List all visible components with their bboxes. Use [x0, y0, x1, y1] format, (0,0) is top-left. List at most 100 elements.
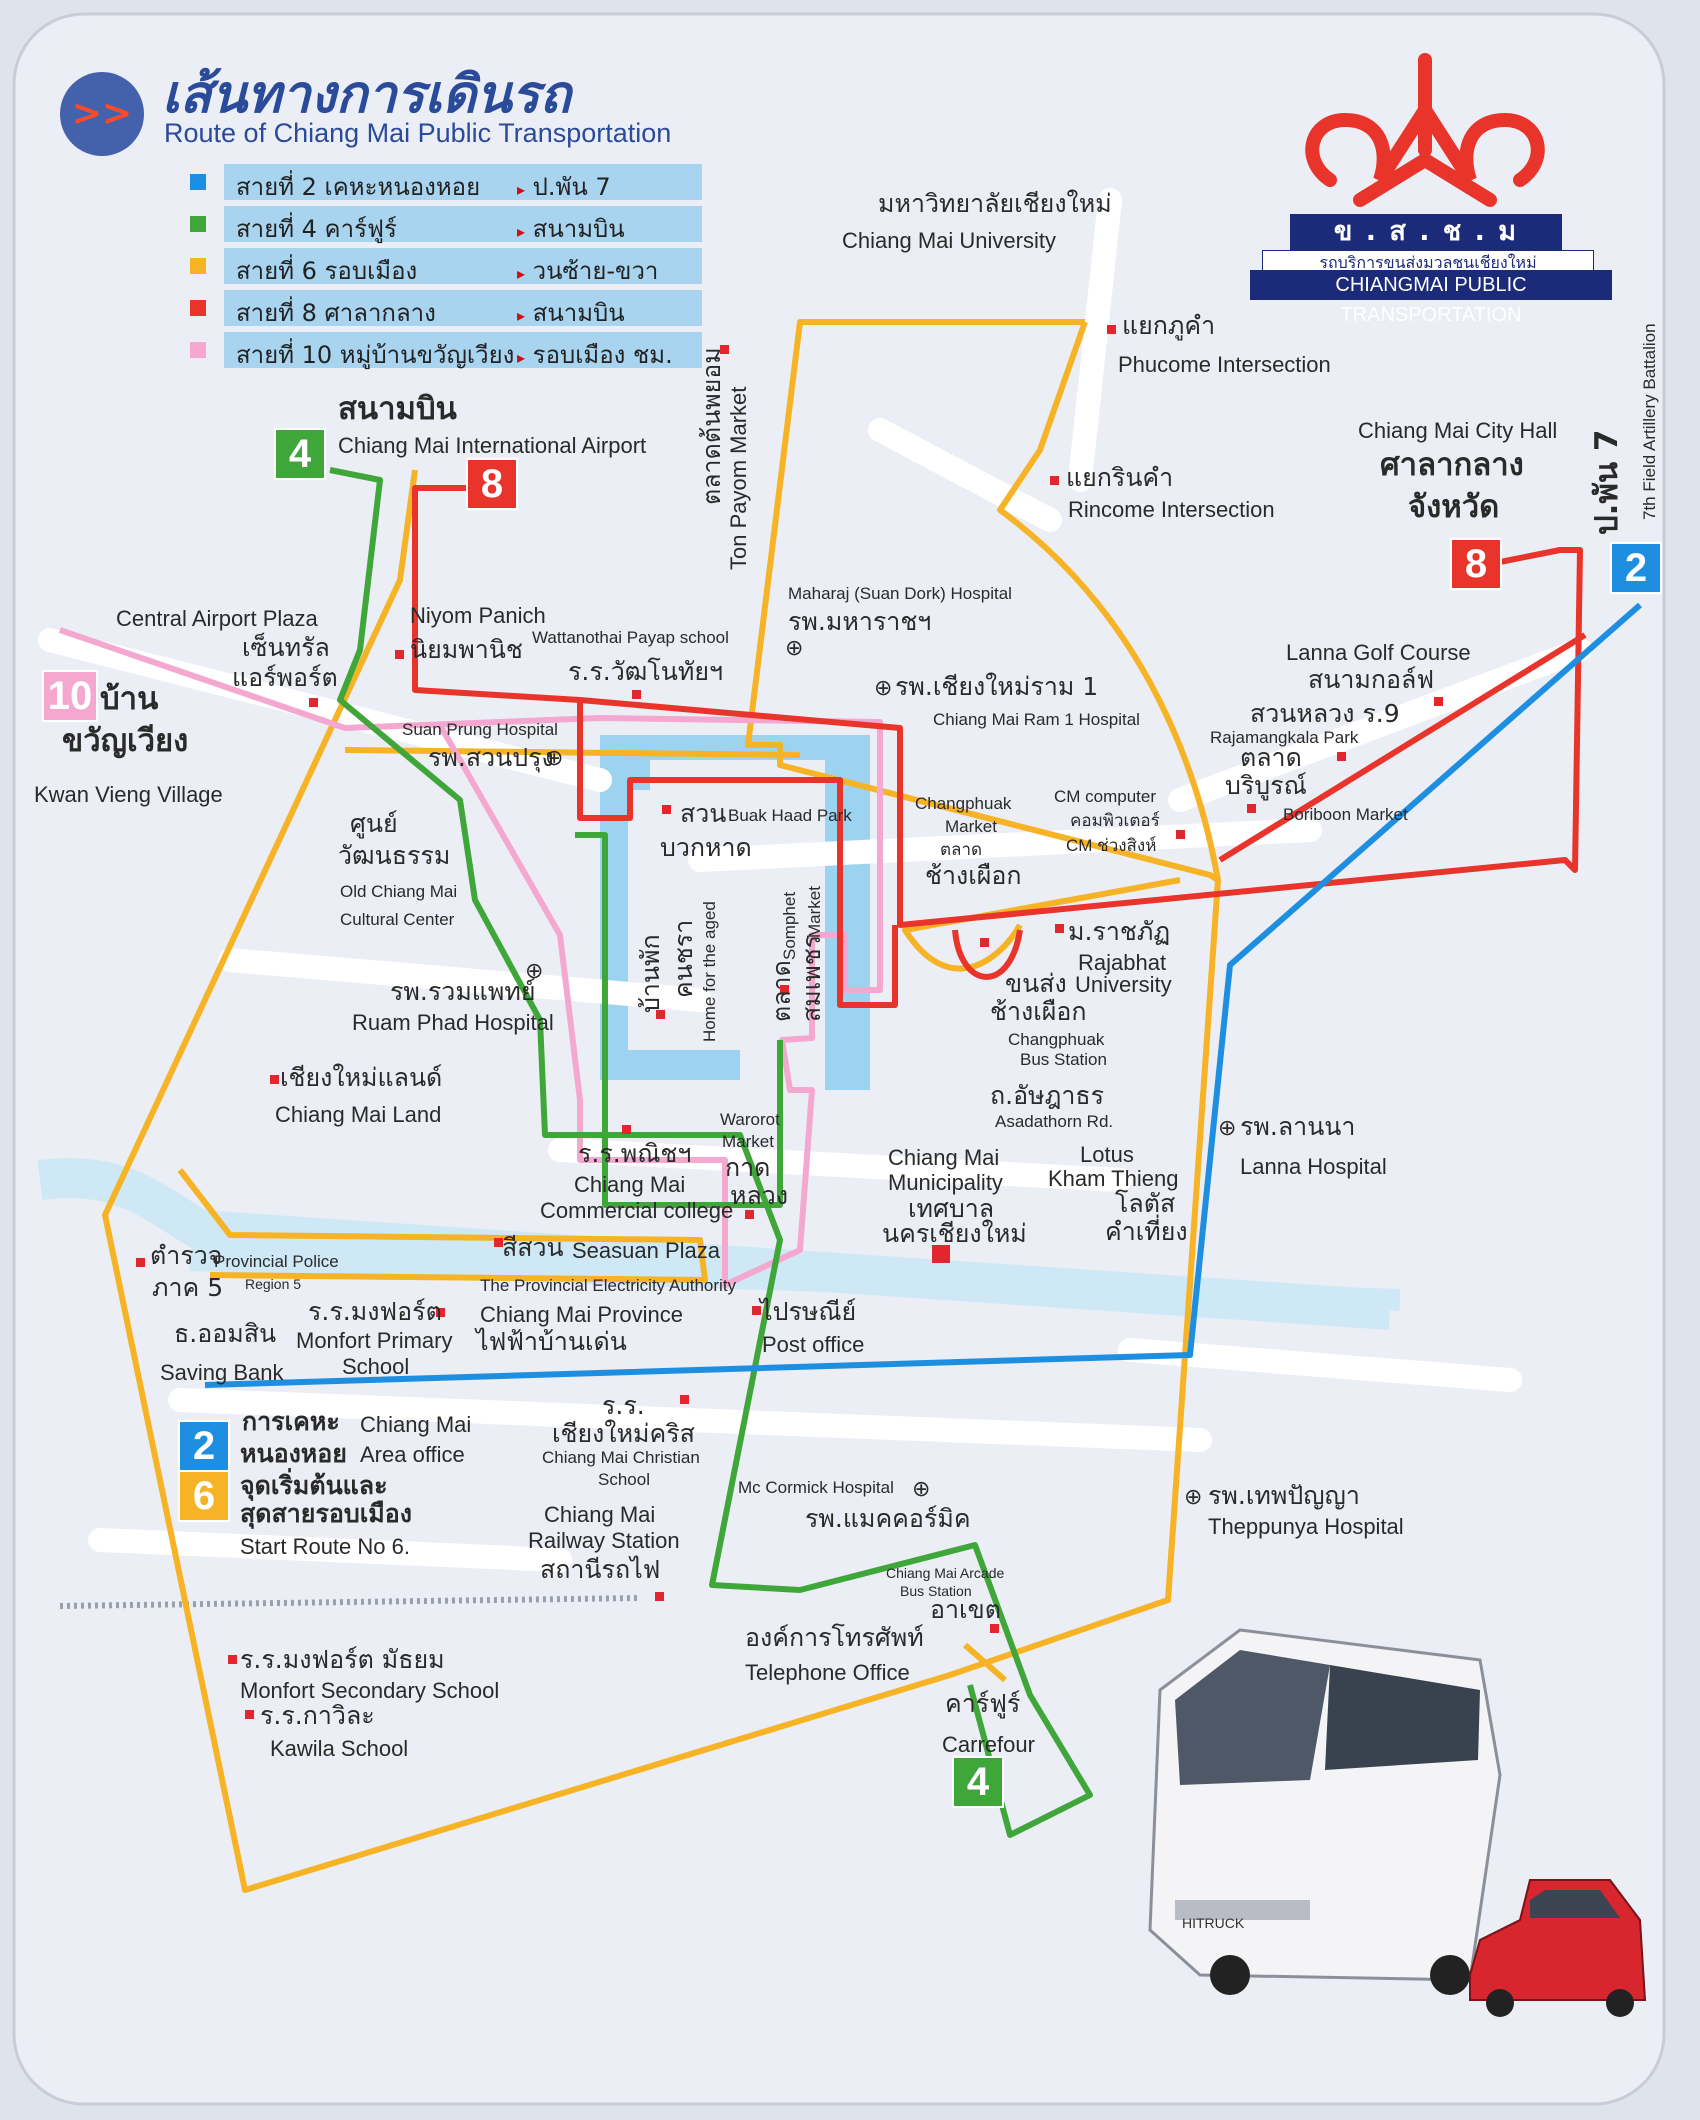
- theppunya-label-english: Theppunya Hospital: [1208, 1514, 1404, 1539]
- boriboon-label-thai-2: บริบูรณ์: [1225, 771, 1307, 800]
- bus-illustration: [1148, 1628, 1647, 2017]
- suanprung-label-thai: รพ.สวนปรุง: [428, 743, 554, 772]
- municipality-label-thai-1: เทศบาล: [908, 1194, 995, 1223]
- cmland-label-english: Chiang Mai Land: [275, 1102, 442, 1127]
- legend-row-route-2: สายที่ 2 เคหะหนองหอย ▸ ป.พัน 7: [162, 162, 702, 202]
- legend-dest-text: วนซ้าย-ขวา: [532, 257, 659, 285]
- rajamangkala-label-thai: สวนหลวง ร.9: [1250, 699, 1400, 728]
- route-8-badge-cityhall: 8: [1450, 538, 1502, 590]
- commercial-label-english-2: Commercial college: [540, 1198, 734, 1223]
- police-label-thai-2: ภาค 5: [152, 1273, 224, 1302]
- christian-label-thai-2: เชียงใหม่คริส: [552, 1419, 695, 1448]
- legend-swatch-blue: [190, 174, 206, 190]
- ram-label-english: Chiang Mai Ram 1 Hospital: [933, 710, 1140, 729]
- railway-track: [59, 1595, 641, 1609]
- kscm-emblem-icon: [1305, 53, 1545, 207]
- route-8-line: [412, 485, 1587, 1008]
- phucome-label-thai: แยกภูคำ: [1122, 311, 1216, 340]
- lanna-label-thai: รพ.ลานนา: [1240, 1112, 1356, 1141]
- rajabhat-label-thai: ม.ราชภัฏ: [1068, 917, 1171, 946]
- route-2-badge-battalion: 2: [1610, 542, 1662, 594]
- route-6-line: [102, 319, 1221, 1893]
- warorot-label-english-1: Warorot: [720, 1110, 780, 1129]
- legend-dest-text: ป.พัน 7: [532, 173, 611, 201]
- niyom-label-english: Niyom Panich: [410, 603, 546, 628]
- rajabhat-label-english-1: Rajabhat: [1078, 950, 1167, 975]
- start-label-english-1: Chiang Mai: [360, 1412, 472, 1437]
- mccormick-label-thai: รพ.แมคคอร์มิค: [805, 1504, 971, 1533]
- monfort-secondary-label-thai: ร.ร.มงฟอร์ต มัธยม: [240, 1645, 445, 1674]
- theppunya-label-thai: รพ.เทพปัญญา: [1208, 1481, 1360, 1510]
- monfort-primary-label-thai: ร.ร.มงฟอร์ต: [308, 1297, 442, 1326]
- arrow-right-icon: ▸: [517, 180, 526, 199]
- ruamphad-label-english: Ruam Phad Hospital: [352, 1010, 554, 1035]
- legend-dest-text: สนามบิน: [532, 215, 625, 243]
- start-label-thai-2: หนองหอย: [240, 1439, 347, 1468]
- title-thai: เส้นทางการเดินรถ: [162, 65, 572, 125]
- ruamphad-label-thai: รพ.รวมแพทย์: [390, 977, 536, 1006]
- lotus-label-english-2: Kham Thieng: [1048, 1166, 1179, 1191]
- cityhall-label-thai-2: จังหวัด: [1408, 489, 1500, 525]
- route-8-badge-airport: 8: [466, 458, 518, 510]
- niyom-label-thai: นิยมพานิช: [410, 635, 523, 664]
- lotus-label-thai-1: โลตัส: [1115, 1189, 1176, 1218]
- legend-row-route-6: สายที่ 6 รอบเมือง ▸ วนซ้าย-ขวา: [162, 246, 702, 286]
- central-label-thai-2: แอร์พอร์ต: [232, 663, 338, 692]
- monfort-primary-label-english-1: Monfort Primary: [296, 1328, 453, 1353]
- logo-name-thai: ข . ส . ช . ม: [1290, 214, 1562, 250]
- legend-dest-text: สนามบิน: [532, 299, 625, 327]
- kawila-label-thai: ร.ร.กาวิละ: [260, 1701, 375, 1730]
- warorot-label-thai-2: หลวง: [730, 1181, 789, 1210]
- legend-bar: [224, 164, 702, 200]
- boriboon-label-thai-1: ตลาด: [1240, 743, 1302, 772]
- changphuak-market-label-thai-2: ช้างเผือก: [925, 861, 1022, 890]
- municipality-label-thai-2: นครเชียงใหม่: [882, 1219, 1027, 1248]
- municipality-label-english-2: Municipality: [888, 1170, 1003, 1195]
- maharaj-label-thai: รพ.มหาราชฯ: [788, 607, 932, 636]
- route-10-badge: 10: [42, 670, 98, 722]
- carrefour-label-thai: คาร์ฟูร์: [945, 1689, 1021, 1718]
- monfort-primary-label-english-2: School: [342, 1354, 410, 1379]
- legend-route-label: สายที่ 8 ศาลากลาง: [236, 299, 436, 327]
- legend-dest-text: รอบเมือง ชม.: [532, 341, 673, 369]
- changphuak-market-label-english-2: Market: [945, 817, 997, 836]
- legend-bar: [224, 206, 702, 242]
- legend-bar: [224, 290, 702, 326]
- start-label-english-3: Start Route No 6.: [240, 1534, 410, 1559]
- rincome-label-thai: แยกรินคำ: [1066, 463, 1174, 492]
- somphet-label-english-1: Somphet: [780, 891, 799, 960]
- golf-label-thai: สนามกอล์ฟ: [1308, 665, 1435, 694]
- central-label-english: Central Airport Plaza: [116, 606, 318, 631]
- streets: [38, 188, 1592, 1572]
- monfort-secondary-label-english: Monfort Secondary School: [240, 1678, 500, 1703]
- christian-label-english-1: Chiang Mai Christian: [542, 1448, 700, 1467]
- kawila-label-english: Kawila School: [270, 1736, 409, 1761]
- legend-destination: ▸ วนซ้าย-ขวา: [517, 251, 658, 290]
- city-moat: [600, 735, 870, 1090]
- logo-name-english: CHIANGMAI PUBLIC TRANSPORTATION: [1250, 270, 1612, 326]
- arrow-right-icon: ▸: [517, 306, 526, 325]
- police-label-thai-1: ตำรวจ: [150, 1241, 223, 1270]
- legend-row-route-8: สายที่ 8 ศาลากลาง ▸ สนามบิน: [162, 288, 702, 328]
- warorot-label-english-2: Market: [722, 1132, 774, 1151]
- kwan-label-english: Kwan Vieng Village: [34, 782, 223, 807]
- arcade-label-thai: อาเขต: [930, 1595, 1001, 1624]
- kwan-label-thai-2: ขวัญเวียง: [62, 723, 189, 759]
- bus-station-label-english-2: Bus Station: [1020, 1050, 1107, 1069]
- cm-computer-label-thai-2: CM ช่วงสิงห์: [1066, 836, 1157, 855]
- cultural-label-english-2: Cultural Center: [340, 910, 455, 929]
- railway-label-thai: สถานีรถไฟ: [540, 1555, 661, 1584]
- rajabhat-label-english-2: University: [1075, 972, 1172, 997]
- ping-river: [37, 1158, 1392, 1330]
- telephone-label-thai: องค์การโทรศัพท์: [745, 1623, 924, 1652]
- saving-label-english: Saving Bank: [160, 1360, 284, 1385]
- airport-label-english: Chiang Mai International Airport: [338, 433, 647, 458]
- cm-computer-label-thai-1: คอมพิวเตอร์: [1070, 811, 1160, 830]
- somphet-label-thai-1: ตลาด: [767, 960, 796, 1022]
- pea-label-english-1: The Provincial Electricity Authority: [480, 1276, 737, 1295]
- legend-bar: [224, 248, 702, 284]
- christian-label-english-2: School: [598, 1470, 650, 1489]
- buakhaad-label-english: Buak Haad Park: [728, 806, 852, 825]
- university-label-english: Chiang Mai University: [842, 228, 1056, 253]
- arrow-right-icon: ▸: [517, 348, 526, 367]
